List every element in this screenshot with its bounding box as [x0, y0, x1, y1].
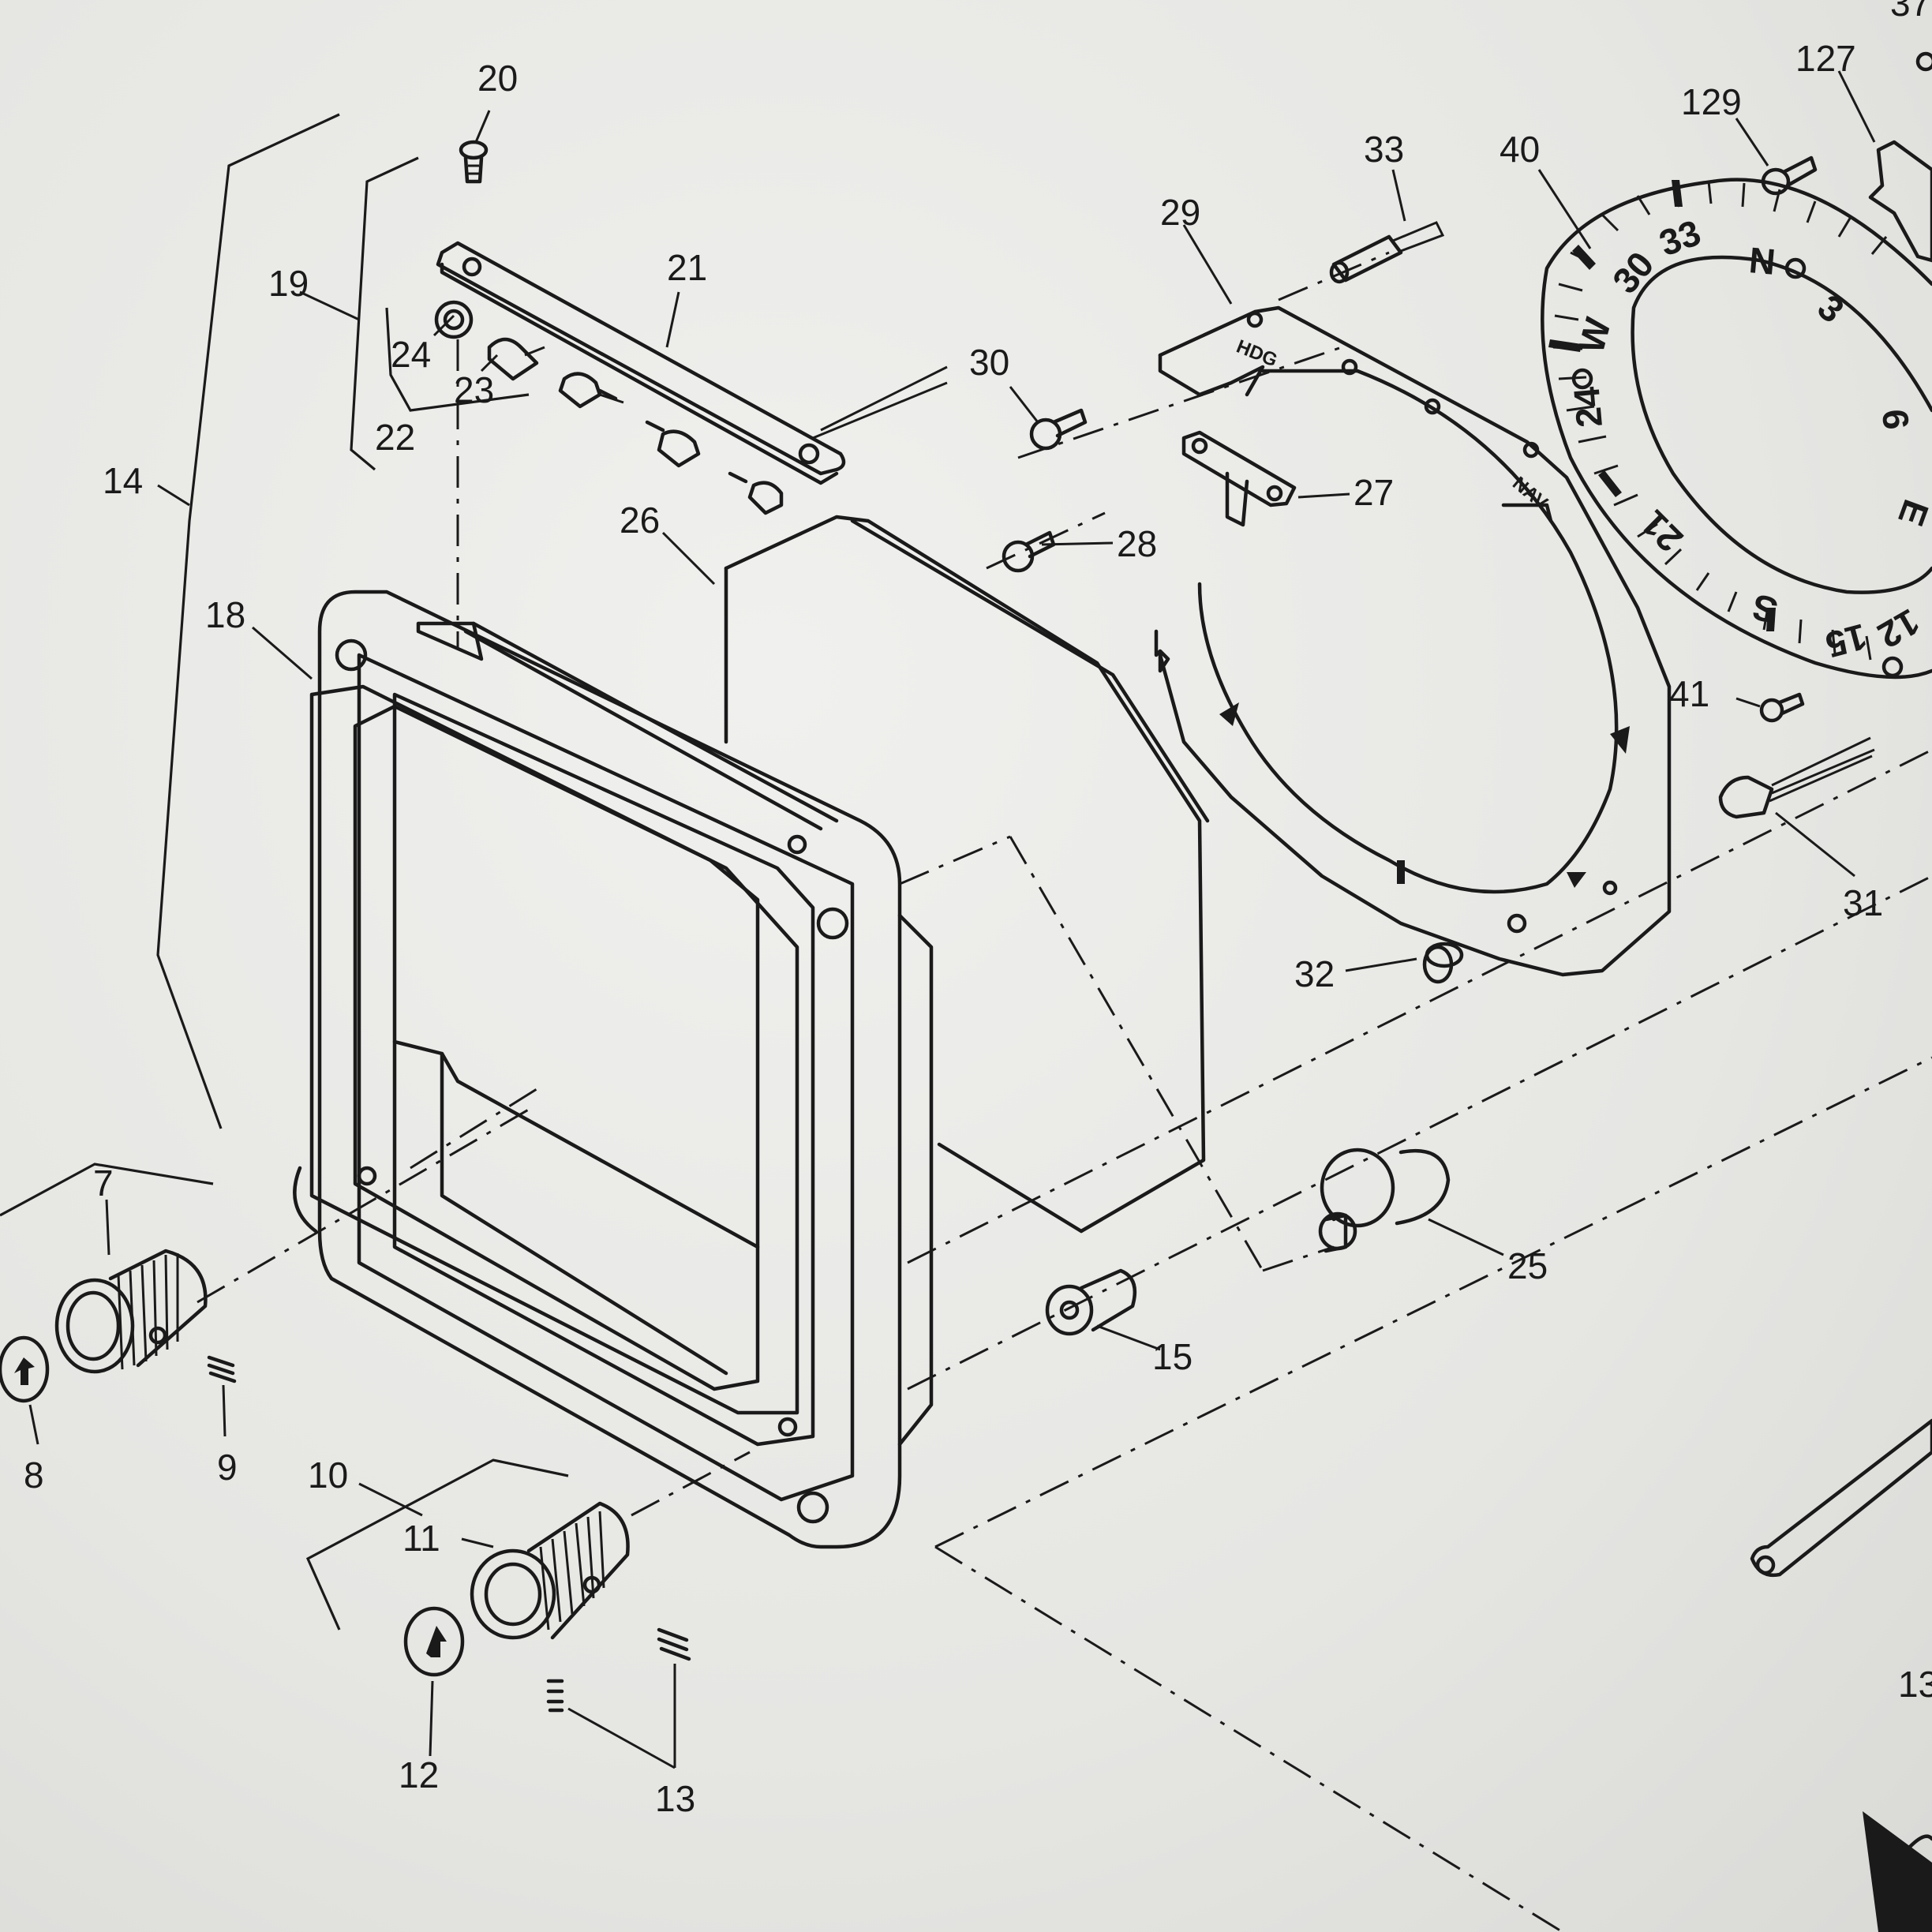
dial-label-30: 30 [1604, 244, 1662, 301]
callout-33: 33 [1364, 129, 1404, 170]
lamp-31 [1718, 736, 1875, 819]
callout-27: 27 [1354, 472, 1394, 513]
callout-26: 26 [620, 500, 660, 541]
screw-28 [1002, 530, 1056, 573]
callout-labels: 20 19 21 24 23 22 14 18 26 30 29 33 40 1… [24, 0, 1932, 1819]
plate-label-hdg: HDG [1234, 336, 1281, 372]
callout-20: 20 [477, 58, 518, 99]
plate-label-nav: NAV [1508, 473, 1552, 514]
dial-label-e: E [1890, 495, 1932, 532]
spring-9 [207, 1355, 237, 1383]
compass-dial: N 3 6 E 12 15 S 21 24 W 30 33 [1541, 178, 1932, 680]
lamp-parts [434, 300, 784, 515]
dial-label-3: 3 [1810, 286, 1852, 331]
callout-15: 15 [1152, 1336, 1193, 1377]
screw-20 [459, 140, 489, 184]
callout-11: 11 [402, 1518, 440, 1559]
callout-21: 21 [667, 247, 707, 288]
callout-29: 29 [1160, 192, 1200, 233]
corner-object [1863, 1811, 1932, 1932]
callout-23: 23 [454, 369, 494, 410]
callout-129: 129 [1681, 81, 1742, 122]
springs-13 [546, 1627, 691, 1713]
bezel-frame [293, 590, 934, 1549]
knob-7 [54, 1249, 208, 1374]
bushing-15 [1045, 1268, 1137, 1336]
dial-label-33: 33 [1654, 212, 1706, 264]
knob-11 [470, 1501, 630, 1640]
upper-plate-strip [436, 241, 948, 485]
callout-10: 10 [308, 1455, 348, 1496]
assembly-brackets [0, 113, 569, 1631]
callout-28: 28 [1117, 523, 1157, 564]
callout-31: 31 [1843, 882, 1883, 923]
callout-127: 127 [1795, 38, 1856, 79]
dial-tick-marks [1552, 181, 1888, 661]
grommet-32 [1422, 942, 1464, 984]
callout-40: 40 [1500, 129, 1540, 170]
callout-9: 9 [217, 1447, 238, 1488]
rod [1750, 1418, 1932, 1578]
cap-8 [0, 1335, 50, 1403]
dial-label-12: 12 [1871, 601, 1926, 657]
dial-label-24: 24 [1566, 385, 1610, 429]
dial-label-s: S [1747, 586, 1781, 631]
cap-12 [403, 1606, 465, 1677]
shaft-25 [1318, 1148, 1451, 1253]
standoff-33 [1329, 221, 1445, 284]
screw-30 [1029, 408, 1088, 451]
glass-window [724, 515, 1210, 1234]
screw-41 [1759, 692, 1805, 723]
callout-24: 24 [391, 334, 431, 375]
callout-7: 7 [93, 1163, 114, 1204]
callout-22: 22 [375, 417, 415, 458]
callout-13: 13 [655, 1778, 695, 1819]
bracket-27 [1181, 430, 1297, 527]
callout-25: 25 [1507, 1245, 1548, 1286]
callout-8: 8 [24, 1455, 44, 1496]
dial-label-n: N [1747, 239, 1777, 283]
callout-14: 14 [103, 460, 143, 501]
callout-32: 32 [1294, 953, 1335, 994]
callout-37: 37 [1890, 0, 1930, 24]
right-edge-parts [1761, 51, 1932, 263]
dial-label-6: 6 [1874, 407, 1917, 431]
callout-30: 30 [969, 342, 1009, 383]
callout-18: 18 [205, 594, 245, 635]
dial-label-15: 15 [1822, 616, 1871, 665]
callout-12: 12 [399, 1754, 439, 1795]
leader-lines [28, 70, 1876, 1769]
centerlines [197, 251, 1932, 1932]
callout-13-right: 13 [1898, 1664, 1932, 1705]
callout-19: 19 [268, 263, 309, 304]
dial-label-21: 21 [1633, 503, 1690, 560]
callout-41: 41 [1669, 673, 1709, 714]
